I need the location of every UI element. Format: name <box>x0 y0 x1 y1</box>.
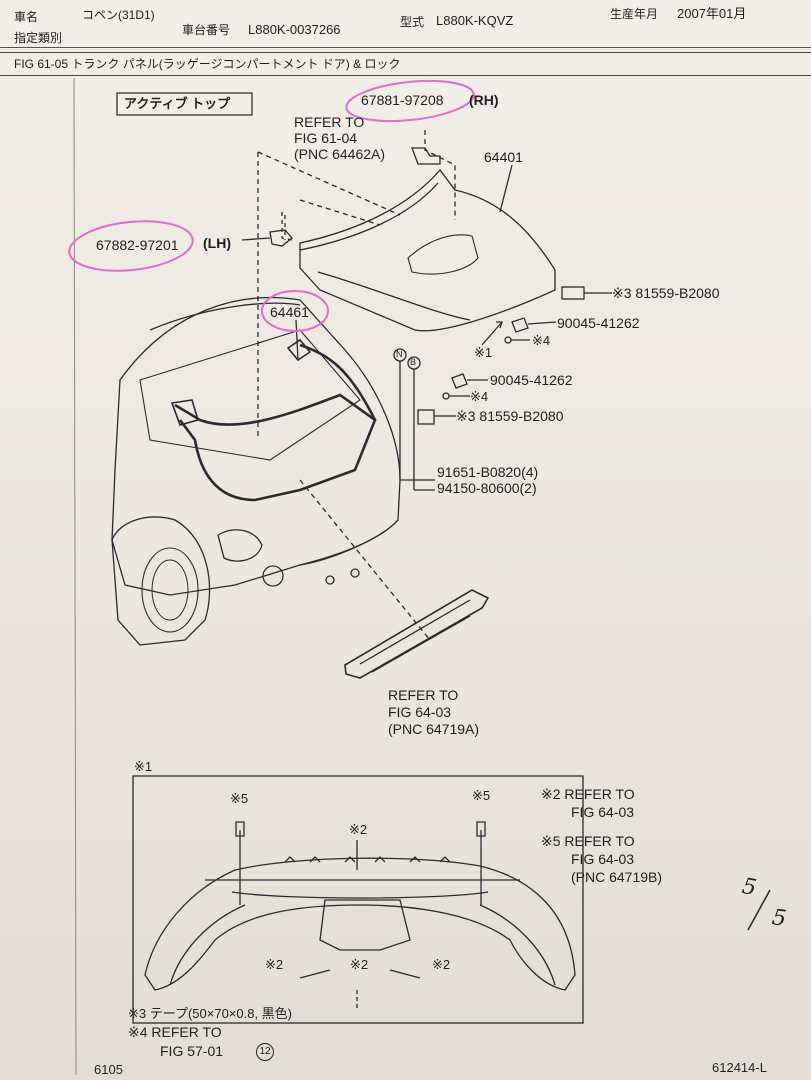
refer-fig-64-03-line1: REFER TO <box>388 687 459 703</box>
bolt-mid <box>451 373 468 389</box>
tape-top <box>561 286 585 300</box>
lid-recess <box>407 234 479 275</box>
tape-top-label: ※3 81559-B2080 <box>612 285 720 301</box>
footer-note3: ※3 テープ(50×70×0.8, 黒色) <box>128 1006 293 1021</box>
production-value: 2007年01月 <box>677 6 747 21</box>
refer-fig-61-04-line2: FIG 61-04 <box>294 130 358 146</box>
circle-n-letter: N <box>396 349 403 359</box>
designation-label: 指定類別 <box>14 31 63 45</box>
detail-note2-b3: ※2 <box>432 957 451 972</box>
tape-mid-label: ※3 81559-B2080 <box>456 408 564 424</box>
highlight-rh <box>345 79 475 123</box>
weatherstrip <box>174 393 377 502</box>
bolt-top-label: 90045-41262 <box>557 315 640 331</box>
lh-hinge <box>269 229 293 247</box>
header-row-1: 車名 コペン(31D1) 車台番号 L880K-0037266 型式 L880K… <box>0 2 811 36</box>
fig-title: FIG 61-05 トランク パネル(ラッゲージコンパートメント ドア) & ロ… <box>14 57 401 71</box>
page-number-right: 612414-L <box>712 1060 767 1075</box>
detail-note5-right: ※5 <box>472 788 491 803</box>
chassis-value: L880K-0037266 <box>248 22 341 37</box>
header-divider <box>0 47 811 48</box>
highlight-lh <box>68 220 194 272</box>
car-name-label: 車名 <box>14 10 39 24</box>
spoiler-underside <box>144 857 576 991</box>
refer-fig-61-04-line3: (PNC 64462A) <box>294 146 386 162</box>
detail-title: ※1 <box>134 759 153 774</box>
tape-mid <box>417 409 435 425</box>
circle-b-letter: B <box>410 357 417 367</box>
detail-note2-top: ※2 <box>349 822 368 837</box>
part-side-rh: (RH) <box>469 92 499 108</box>
detail-note2-b1: ※2 <box>265 957 284 972</box>
bolt-91651-label: 91651-B0820(4) <box>437 464 539 480</box>
detail-note2-b2: ※2 <box>350 957 369 972</box>
header-row-2: 指定類別 <box>0 26 811 48</box>
part-side-lh: (LH) <box>203 235 231 251</box>
detail-ref5-line1: ※5 REFER TO <box>541 833 635 849</box>
detail-box <box>132 775 584 1024</box>
rear-wheel-arch <box>111 516 211 646</box>
refer-fig-64-03-line3: (PNC 64719A) <box>388 721 480 737</box>
pnc-64401: 64401 <box>484 149 523 165</box>
highlight-64461 <box>261 290 329 332</box>
refer-fig-64-03-line2: FIG 64-03 <box>388 704 452 720</box>
refer-fig-61-04-line1: REFER TO <box>294 114 365 130</box>
note-1-mark: ※1 <box>474 345 493 360</box>
tail-lamp <box>217 529 263 562</box>
footer-note4-circle: 12 <box>256 1043 274 1061</box>
note-4-mid: ※4 <box>470 389 489 404</box>
part-number-rh: 67881-97208 <box>361 92 444 108</box>
production-label: 生産年月 <box>610 7 659 21</box>
note-4-top: ※4 <box>532 333 551 348</box>
active-top-box <box>116 92 253 116</box>
trunk-lid-outline <box>299 168 556 332</box>
footer-note4-line2: FIG 57-01 <box>160 1043 224 1059</box>
bolt-top <box>511 317 529 333</box>
part-number-lh: 67882-97201 <box>96 237 179 253</box>
bolt-mid-label: 90045-41262 <box>490 372 573 388</box>
detail-ref2-line2: FIG 64-03 <box>571 804 635 820</box>
trunk-lock <box>170 399 200 426</box>
detail-note5-left: ※5 <box>230 791 249 806</box>
page-number-left: 6105 <box>94 1062 123 1077</box>
car-body-rear <box>111 296 401 596</box>
model-value: L880K-KQVZ <box>436 13 514 28</box>
fig-title-bar: FIG 61-05 トランク パネル(ラッゲージコンパートメント ドア) & ロ… <box>0 52 811 76</box>
footer-note4-line1: ※4 REFER TO <box>128 1024 222 1040</box>
pnc-64461: 64461 <box>270 304 309 320</box>
detail-ref5-line3: (PNC 64719B) <box>571 869 663 885</box>
detail-ref2-line1: ※2 REFER TO <box>541 786 635 802</box>
active-top-label: アクティブ トップ <box>124 96 231 111</box>
trunk-opening <box>139 329 361 461</box>
chassis-label: 車台番号 <box>182 23 231 37</box>
fraction-slash <box>747 889 771 931</box>
rear-spoiler <box>344 589 490 679</box>
detail-ref5-line2: FIG 64-03 <box>571 851 635 867</box>
bolt-94150-label: 94150-80600(2) <box>437 480 537 496</box>
car-name-value: コペン(31D1) <box>82 8 155 22</box>
rh-hinge <box>411 147 441 165</box>
model-label: 型式 <box>400 15 425 29</box>
